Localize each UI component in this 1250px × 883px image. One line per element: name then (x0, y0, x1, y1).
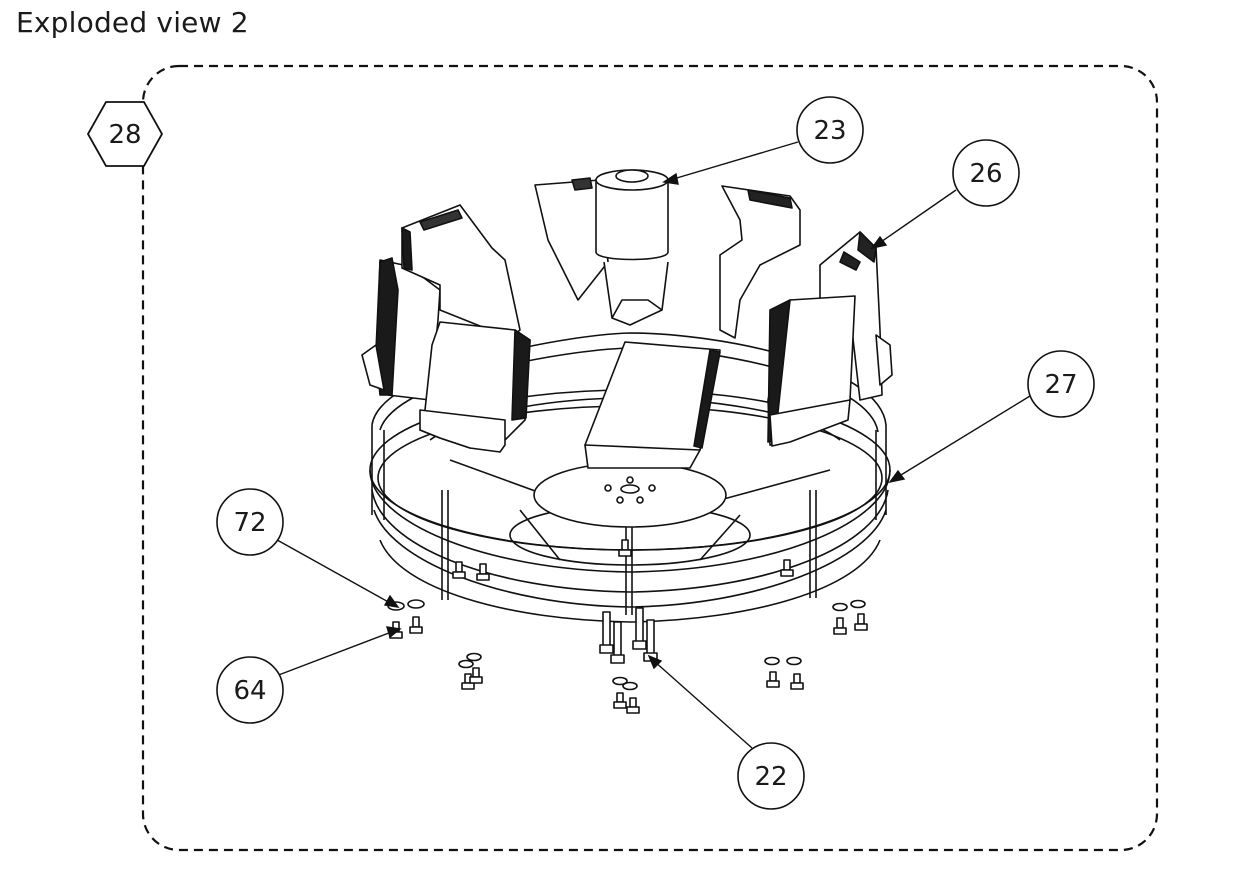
callout-balloon-72: 72 (216, 488, 284, 556)
callout-27-label: 27 (1044, 370, 1077, 400)
callout-leaders (269, 141, 1031, 749)
long-bolts (599, 607, 658, 664)
hub-sleeve (595, 169, 669, 326)
paddle-blades-front (419, 295, 856, 469)
center-disc (533, 462, 727, 528)
callout-balloon-64: 64 (216, 656, 284, 724)
assembly-boundary (141, 64, 1159, 852)
callout-balloon-27: 27 (1027, 350, 1095, 418)
assembly-number: 28 (108, 120, 141, 150)
assembly-hex-label: 28 (86, 101, 164, 167)
callout-balloon-23: 23 (796, 96, 864, 164)
callout-64-label: 64 (233, 676, 266, 706)
callout-balloon-26: 26 (952, 139, 1020, 207)
callout-72-label: 72 (233, 508, 266, 538)
page-title: Exploded view 2 (16, 6, 249, 39)
machine-illustration (361, 169, 893, 714)
washers (387, 599, 866, 691)
callout-22-label: 22 (754, 762, 787, 792)
callout-26-label: 26 (969, 159, 1002, 189)
callout-23-label: 23 (813, 116, 846, 146)
callout-balloon-22: 22 (737, 742, 805, 810)
